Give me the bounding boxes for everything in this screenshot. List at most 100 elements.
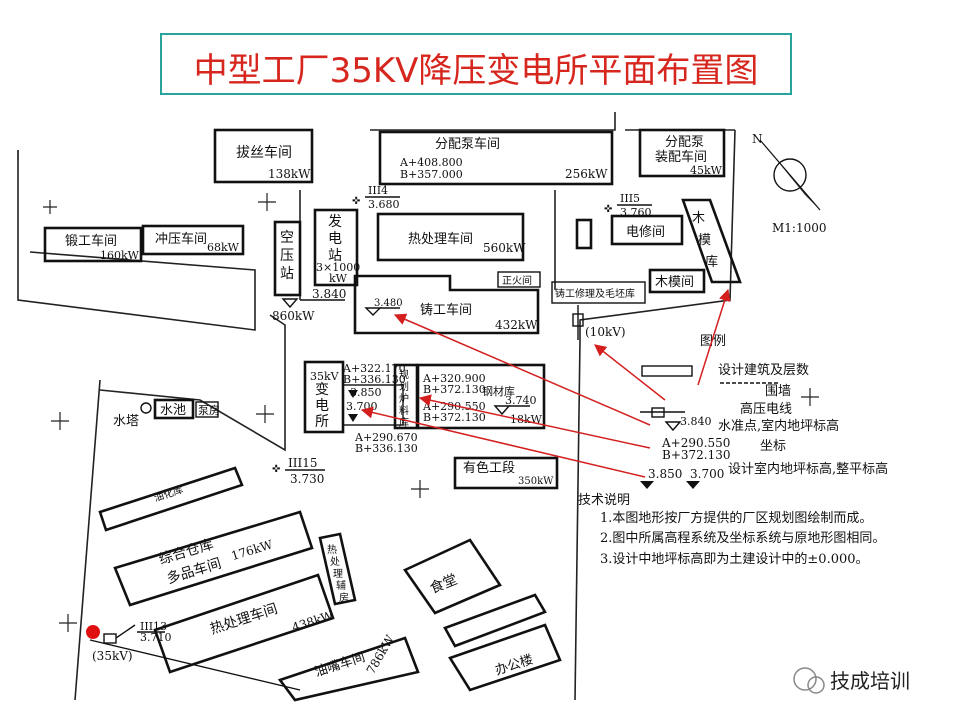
svg-text:68kW: 68kW — [207, 241, 240, 254]
svg-text:3.700: 3.700 — [690, 467, 724, 481]
svg-text:发: 发 — [328, 214, 342, 230]
wechat-icon — [793, 667, 817, 691]
svg-text:35kV: 35kV — [310, 370, 340, 383]
svg-text:138kW: 138kW — [268, 167, 311, 181]
arrow-to-foundry — [393, 313, 651, 426]
building-air-station: 空 压 站 3.840 860kW — [272, 220, 346, 323]
building-oil-store: 油化库 — [98, 466, 244, 532]
svg-text:水塔: 水塔 — [113, 414, 139, 429]
svg-text:3.740: 3.740 — [505, 394, 537, 407]
survey-point-iii4: ✜ III4 3.680 — [352, 184, 400, 211]
svg-text:理: 理 — [333, 568, 343, 580]
svg-text:铸工车间: 铸工车间 — [420, 302, 472, 318]
svg-text:A+290.670: A+290.670 — [354, 431, 418, 444]
svg-text:438kW: 438kW — [290, 608, 335, 635]
svg-text:站: 站 — [328, 248, 342, 264]
svg-text:空: 空 — [280, 230, 294, 246]
building-pump: 分配泵车间 A+408.800 B+357.000 256kW — [378, 130, 614, 186]
svg-text:热: 热 — [327, 543, 337, 556]
svg-text:A+290.550: A+290.550 — [661, 436, 730, 450]
grid-crosses — [17, 150, 819, 632]
survey-point-iii13: III13 3.710 — [137, 620, 172, 644]
svg-text:图例: 图例 — [700, 334, 726, 349]
building-foundry: 3.480 铸工车间 432kW — [353, 274, 540, 335]
svg-text:3.480: 3.480 — [374, 298, 403, 309]
svg-text:规: 规 — [399, 368, 409, 381]
source-dot — [86, 625, 100, 639]
svg-text:B+372.130: B+372.130 — [423, 411, 486, 424]
svg-text:2.图中所属高程系统及坐标系统与原地形图相同。: 2.图中所属高程系统及坐标系统与原地形图相同。 — [600, 530, 885, 546]
svg-text:正火间: 正火间 — [502, 274, 532, 287]
svg-text:B+336.130: B+336.130 — [343, 373, 406, 386]
building-forge: 锻工车间 160kW — [43, 226, 143, 263]
svg-text:860kW: 860kW — [272, 309, 315, 323]
svg-text:铸工修理及毛坯库: 铸工修理及毛坯库 — [555, 287, 635, 300]
svg-text:食堂: 食堂 — [427, 571, 459, 597]
svg-text:786kW: 786kW — [364, 632, 398, 676]
building-wood-mold-store: 木 模 库 — [681, 198, 742, 284]
svg-text:1.本图地形按厂方提供的厂区规划图绘制而成。: 1.本图地形按厂方提供的厂区规划图绘制而成。 — [600, 510, 872, 526]
svg-text:热处理车间: 热处理车间 — [208, 600, 280, 638]
svg-text:3.700: 3.700 — [346, 400, 378, 413]
svg-text:热处理车间: 热处理车间 — [408, 231, 473, 247]
svg-text:油化库: 油化库 — [152, 483, 185, 505]
svg-text:B+336.130: B+336.130 — [355, 442, 418, 455]
svg-text:B+372.130: B+372.130 — [662, 448, 731, 462]
svg-text:所: 所 — [315, 414, 329, 430]
building-stamp: 冲压车间 68kW — [141, 224, 245, 256]
svg-text:B+357.000: B+357.000 — [400, 168, 463, 181]
building-nozzle: 油嘴车间 786kW — [277, 632, 420, 702]
survey-point-iii15: ✜ III15 3.730 — [272, 456, 325, 486]
svg-text:160kW: 160kW — [100, 249, 140, 262]
technical-notes: 技术说明 1.本图地形按厂方提供的厂区规划图绘制而成。 2.图中所属高程系统及坐… — [578, 493, 885, 567]
svg-text:(35kV): (35kV) — [92, 649, 133, 663]
svg-text:坐标: 坐标 — [760, 439, 786, 454]
building-electric-repair: 电修间 — [610, 214, 684, 246]
svg-text:N: N — [752, 132, 763, 146]
svg-text:kW: kW — [329, 272, 348, 285]
svg-text:处: 处 — [330, 556, 340, 568]
svg-text:560kW: 560kW — [483, 241, 526, 255]
svg-text:✜: ✜ — [272, 464, 280, 475]
svg-text:✜: ✜ — [352, 196, 360, 207]
svg-text:泵房: 泵房 — [198, 404, 220, 417]
building-normalizing: 正火间 — [497, 271, 541, 288]
svg-text:III5: III5 — [620, 192, 640, 205]
building-stock: 规 划 炉 料 库 — [393, 363, 419, 430]
svg-text:分配泵车间: 分配泵车间 — [435, 136, 500, 152]
svg-text:拔丝车间: 拔丝车间 — [236, 144, 292, 161]
svg-text:炉: 炉 — [399, 393, 409, 405]
svg-text:(10kV): (10kV) — [585, 325, 626, 339]
building-cast-repair: 铸工修理及毛坯库 — [551, 281, 646, 304]
svg-text:A+322.170: A+322.170 — [342, 362, 406, 375]
svg-text:技成培训: 技成培训 — [830, 669, 910, 693]
svg-text:3.760: 3.760 — [620, 206, 652, 219]
north-arrow-icon: N M1:1000 — [752, 132, 827, 235]
svg-text:设计建筑及层数: 设计建筑及层数 — [718, 362, 809, 378]
svg-text:3.840: 3.840 — [680, 415, 712, 428]
line-10kv: (10kV) — [572, 305, 626, 340]
legend: 图例 设计建筑及层数 围墙 高压电线 3.840 水准点,室内地坪标高 A+29… — [640, 334, 888, 489]
svg-text:冲压车间: 冲压车间 — [155, 231, 207, 247]
svg-text:✜: ✜ — [604, 204, 612, 215]
svg-text:A+408.800: A+408.800 — [399, 156, 463, 169]
building-pump-assembly: 分配泵 装配车间 45kW — [638, 128, 726, 178]
svg-text:库: 库 — [705, 254, 718, 270]
watermark: 技成培训 — [793, 667, 910, 694]
svg-text:432kW: 432kW — [495, 318, 538, 332]
svg-text:变: 变 — [315, 382, 329, 398]
building-water-pool: 水池 泵房 水塔 — [113, 398, 220, 429]
svg-text:水池: 水池 — [160, 403, 186, 418]
svg-text:45kW: 45kW — [690, 164, 723, 177]
building-wood-mold: 木模间 — [648, 268, 706, 294]
svg-text:水准点,室内地坪标高: 水准点,室内地坪标高 — [718, 418, 839, 434]
svg-text:钢材库: 钢材库 — [482, 384, 515, 398]
svg-text:3.840: 3.840 — [312, 287, 346, 301]
building-canteen: 食堂 — [403, 538, 502, 615]
svg-text:油嘴车间: 油嘴车间 — [313, 649, 367, 680]
arrow-to-wall — [697, 288, 731, 386]
svg-text:176kW: 176kW — [230, 537, 275, 563]
building-heat-aux: 热 处 理 辅 房 — [318, 532, 357, 606]
svg-text:350kW: 350kW — [518, 476, 554, 487]
svg-text:压: 压 — [280, 248, 294, 264]
